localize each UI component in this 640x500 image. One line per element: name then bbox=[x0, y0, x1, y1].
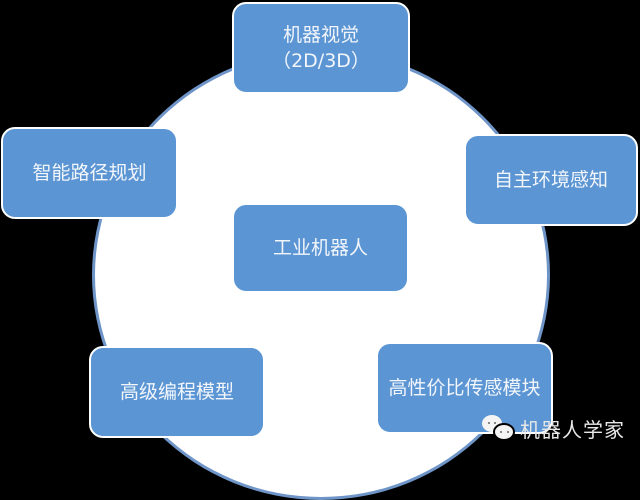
node-sublabel: （2D/3D） bbox=[272, 50, 370, 72]
node-path-planning: 智能路径规划 bbox=[1, 127, 178, 219]
watermark-text: 机器人学家 bbox=[520, 417, 625, 442]
center-label: 工业机器人 bbox=[272, 237, 368, 259]
node-programming-model: 高级编程模型 bbox=[89, 346, 265, 438]
watermark: 机器人学家 bbox=[482, 413, 625, 443]
node-environment-perception: 自主环境感知 bbox=[464, 134, 638, 226]
node-sensor-module: 高性价比传感模块 bbox=[376, 342, 553, 434]
node-label: 智能路径规划 bbox=[32, 162, 147, 184]
wechat-icon bbox=[482, 413, 516, 443]
node-label: 高性价比传感模块 bbox=[388, 377, 541, 399]
node-center-industrial-robot: 工业机器人 bbox=[232, 203, 409, 293]
node-label: 高级编程模型 bbox=[119, 381, 234, 403]
node-machine-vision: 机器视觉 （2D/3D） bbox=[232, 2, 410, 94]
node-label: 机器视觉 bbox=[282, 24, 359, 46]
node-label: 自主环境感知 bbox=[493, 169, 608, 191]
